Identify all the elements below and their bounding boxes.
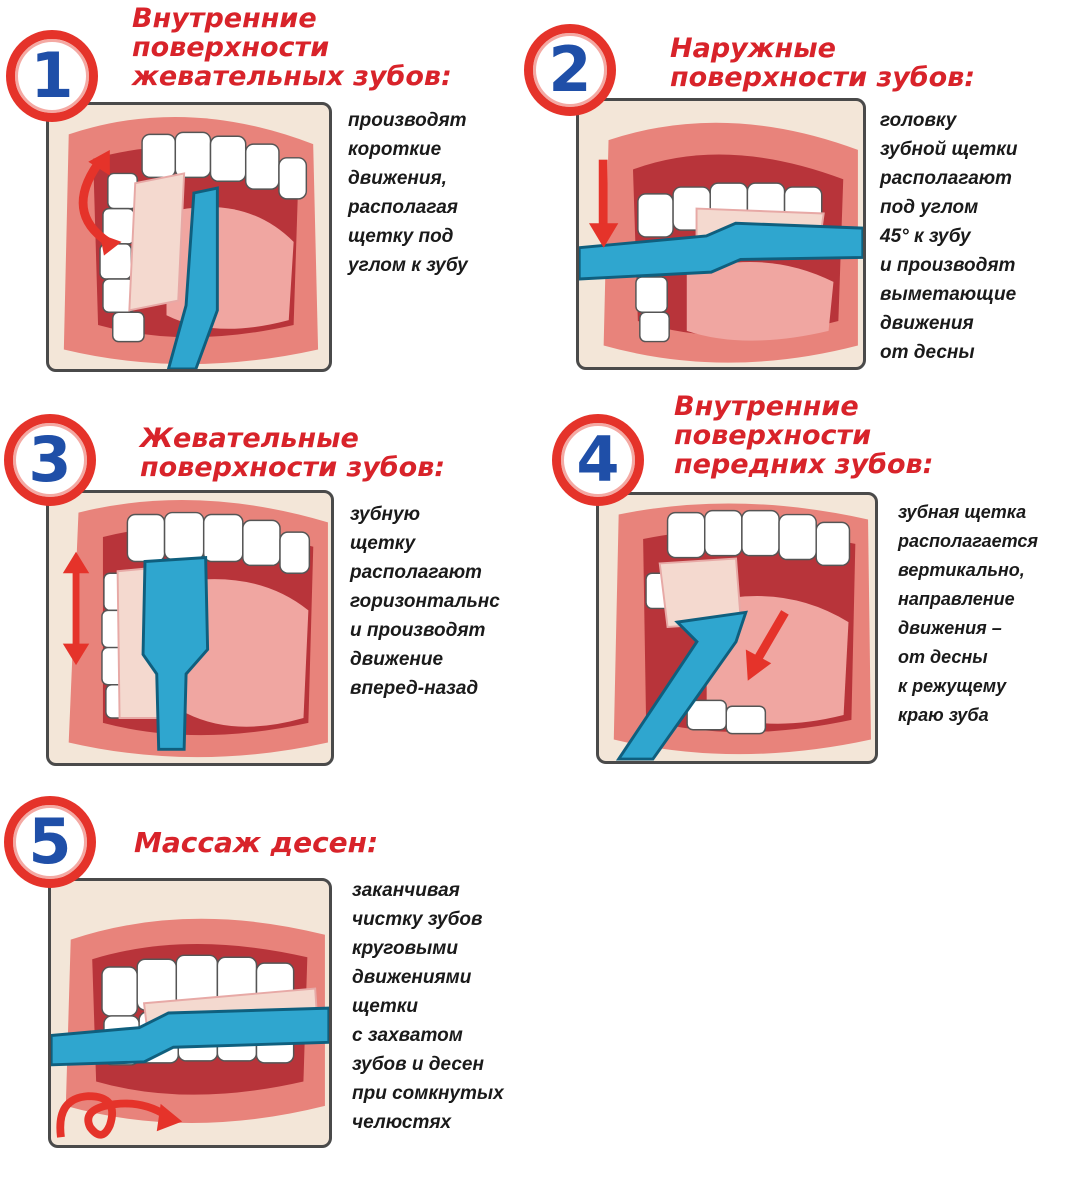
step-1-description: производят короткие движения, располагая… (348, 110, 468, 276)
step-1-heading: Внутренние поверхности жевательных зубов… (132, 3, 452, 93)
step-5-number-badge: 5 (4, 796, 96, 888)
step-2-heading: Наружные поверхности зубов: (670, 33, 976, 94)
step-2-mouth-image (579, 122, 863, 363)
step-1-number-badge: 1 (6, 30, 98, 122)
step-3-mouth-image (62, 499, 328, 758)
step-2-number: 2 (548, 33, 592, 106)
step-4-number: 4 (576, 423, 620, 496)
step-1-number: 1 (30, 39, 74, 112)
step-3-heading: Жевательные поверхности зубов: (140, 423, 446, 484)
step-4-heading: Внутренние поверхности передних зубов: (674, 391, 934, 481)
step-3-number-badge: 3 (4, 414, 96, 506)
step-1-mouth-image (63, 116, 319, 369)
step-4-number-badge: 4 (552, 414, 644, 506)
step-5-number: 5 (28, 805, 72, 878)
step-5-mouth-image (51, 918, 329, 1139)
step-5-illustration (48, 878, 332, 1148)
step-4-illustration (596, 492, 878, 764)
step-3-illustration (46, 490, 334, 766)
step-2-description: головку зубной щетки располагают под угл… (880, 110, 1018, 363)
step-2-number-badge: 2 (524, 24, 616, 116)
step-3-description: зубную щетку располагают горизонтальнс и… (350, 504, 500, 699)
step-2-illustration (576, 98, 866, 370)
step-5-heading: Массаж десен: (134, 826, 379, 859)
step-4-description: зубная щетка располагается вертикально, … (898, 502, 1038, 725)
step-4-mouth-image (613, 503, 871, 761)
step-5-description: заканчивая чистку зубов круговыми движен… (352, 880, 504, 1133)
step-1-illustration (46, 102, 332, 372)
step-3-number: 3 (28, 423, 72, 496)
